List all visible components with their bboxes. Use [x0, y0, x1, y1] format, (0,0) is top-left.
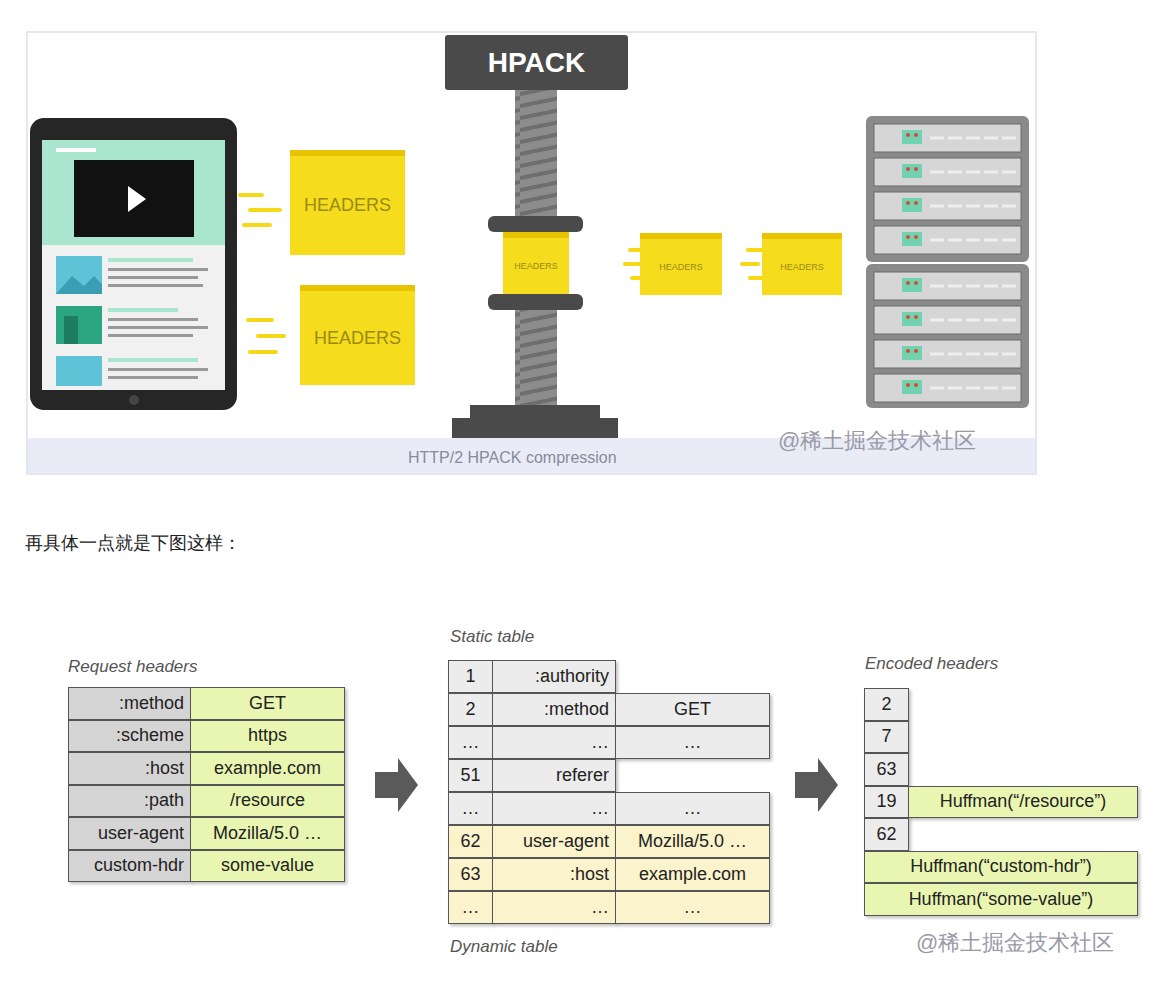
watermark: @稀土掘金技术社区 — [778, 424, 1028, 458]
table-cell: … — [492, 891, 616, 924]
flow-arrow — [375, 758, 418, 812]
table-cell: https — [190, 720, 345, 753]
table-cell: example.com — [190, 752, 345, 785]
table-title: Request headers — [68, 654, 318, 680]
table-cell: some-value — [190, 850, 345, 883]
intro-text: 再具体一点就是下图这样： — [25, 528, 425, 558]
table-cell: … — [448, 891, 493, 924]
table-title: Static table — [450, 624, 650, 650]
node-text: HPACK — [488, 47, 585, 79]
table-cell: 63 — [448, 858, 493, 891]
table-cell: … — [492, 792, 616, 825]
table-cell: example.com — [615, 858, 770, 891]
table-cell: :authority — [492, 660, 616, 693]
table-cell: GET — [615, 693, 770, 726]
table-cell: … — [448, 726, 493, 759]
headers-box: HEADERS — [503, 232, 569, 294]
table-cell: … — [492, 726, 616, 759]
table-cell: 62 — [864, 818, 909, 851]
table-cell: /resource — [190, 785, 345, 818]
table-cell: :host — [68, 752, 191, 785]
table-cell: 2 — [448, 693, 493, 726]
table-title: Dynamic table — [450, 934, 650, 960]
node-text: HEADERS — [304, 195, 391, 216]
table-cell: :method — [492, 693, 616, 726]
table-cell: :host — [492, 858, 616, 891]
headers-box: HEADERS — [300, 285, 415, 385]
table-cell: 63 — [864, 753, 909, 786]
table-cell: … — [615, 891, 770, 924]
table-cell: :method — [68, 687, 191, 720]
press-plate: HPACK — [445, 35, 628, 90]
node-text: HEADERS — [314, 328, 401, 349]
table-cell: custom-hdr — [68, 850, 191, 883]
node-text: HEADERS — [659, 262, 703, 272]
node-text: HEADERS — [780, 262, 824, 272]
table-cell: Huffman(“custom-hdr”) — [864, 851, 1138, 884]
table-cell: 7 — [864, 721, 909, 754]
headers-box: HEADERS — [290, 150, 405, 255]
server-rack — [866, 116, 1029, 408]
table-title: Encoded headers — [865, 651, 1085, 677]
table-cell: user-agent — [492, 825, 616, 858]
table-cell: GET — [190, 687, 345, 720]
table-cell: :scheme — [68, 720, 191, 753]
flow-arrow — [795, 758, 838, 812]
table-cell: 2 — [864, 688, 909, 721]
table-cell: 51 — [448, 759, 493, 792]
table-cell: Mozilla/5.0 … — [190, 817, 345, 850]
server-units — [874, 124, 1021, 402]
table-cell: … — [615, 792, 770, 825]
table-cell: 62 — [448, 825, 493, 858]
table-cell: 1 — [448, 660, 493, 693]
caption: HTTP/2 HPACK compression — [408, 444, 617, 472]
table-cell: … — [615, 726, 770, 759]
table-cell: 19 — [864, 786, 909, 819]
headers-box: HEADERS — [762, 233, 842, 295]
tablet — [30, 118, 237, 410]
node-text: HEADERS — [514, 261, 558, 271]
table-cell: Mozilla/5.0 … — [615, 825, 770, 858]
watermark: @稀土掘金技术社区 — [916, 926, 1148, 960]
hpack-press — [452, 90, 618, 438]
table-cell: Huffman(“some-value”) — [864, 883, 1138, 916]
table-cell: :path — [68, 785, 191, 818]
table-cell: user-agent — [68, 817, 191, 850]
table-cell: … — [448, 792, 493, 825]
frame — [27, 32, 1036, 474]
table-cell: referer — [492, 759, 616, 792]
table-cell: Huffman(“/resource”) — [908, 786, 1138, 819]
headers-box: HEADERS — [640, 233, 722, 295]
